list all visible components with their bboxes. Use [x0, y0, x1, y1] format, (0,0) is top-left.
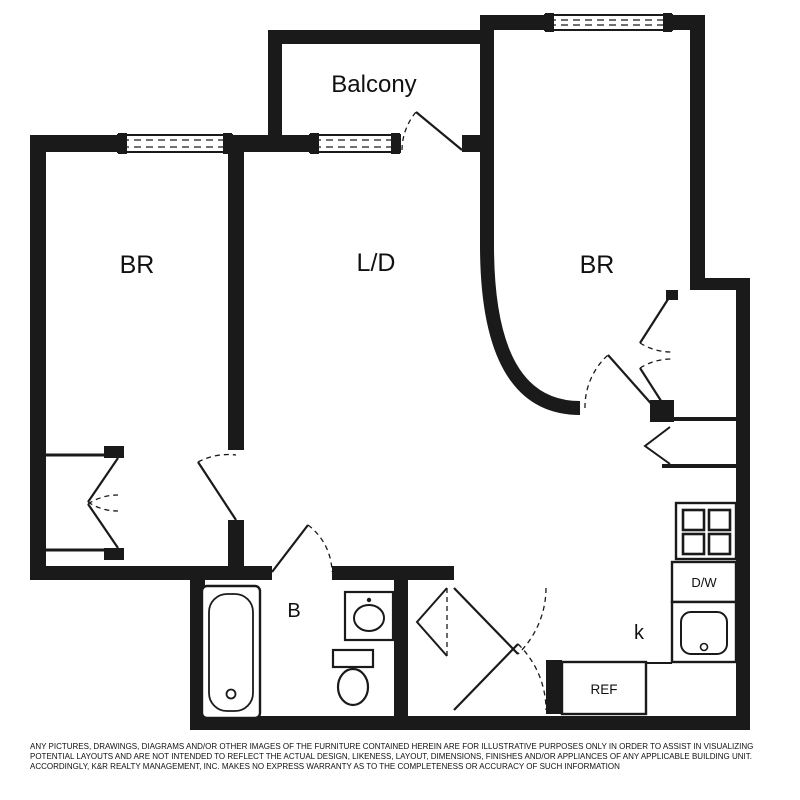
- kitchen-label: k: [634, 622, 645, 644]
- disclaimer-line-1: ANY PICTURES, DRAWINGS, DIAGRAMS AND/OR …: [30, 742, 754, 751]
- bedroom-left-label: BR: [120, 251, 155, 279]
- disclaimer: ANY PICTURES, DRAWINGS, DIAGRAMS AND/OR …: [30, 742, 775, 772]
- disclaimer-line-2: POTENTIAL LAYOUTS AND ARE NOT INTENDED T…: [30, 752, 752, 761]
- refrigerator: REF: [560, 660, 648, 716]
- small-closet-door: [643, 426, 671, 465]
- balcony-door: [401, 111, 463, 151]
- right-bedroom-door: [584, 354, 656, 409]
- foyer-bifold-door: [415, 587, 448, 657]
- bedroom-right-label: BR: [580, 251, 615, 279]
- window-right-bedroom: [544, 13, 673, 32]
- bathroom-label: B: [287, 600, 300, 622]
- closet-partitions: [46, 417, 736, 664]
- left-closet-doors: [87, 457, 119, 549]
- dishwasher-label: D/W: [691, 575, 717, 590]
- bathroom-sink: [343, 590, 395, 642]
- left-bedroom-door: [197, 453, 237, 521]
- entry-doors: [453, 587, 547, 711]
- window-living-dining: [309, 133, 401, 154]
- right-closet-doors: [639, 292, 673, 419]
- bathtub: [200, 584, 262, 720]
- living-dining-label: L/D: [357, 249, 396, 277]
- walls: [30, 15, 750, 730]
- kitchen-sink: [670, 600, 738, 664]
- window-left-bedroom: [117, 133, 233, 154]
- curved-wall: [480, 244, 581, 415]
- stove: [674, 501, 738, 561]
- dishwasher: D/W: [670, 560, 738, 604]
- toilet: [331, 648, 375, 707]
- balcony-label: Balcony: [331, 71, 416, 98]
- bathroom-door: [271, 524, 333, 573]
- refrigerator-label: REF: [591, 682, 618, 697]
- disclaimer-line-3: ACCORDINGLY, K&R REALTY MANAGEMENT, INC.…: [30, 762, 620, 771]
